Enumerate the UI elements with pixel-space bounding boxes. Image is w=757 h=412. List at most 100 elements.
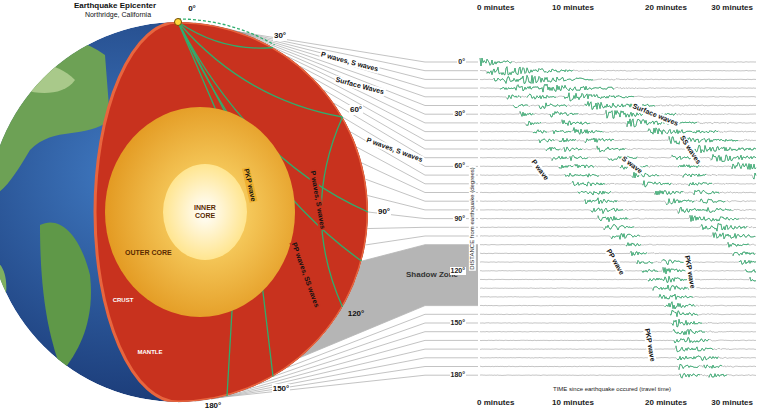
wave-arrival xyxy=(642,267,756,274)
time-axis-label: 0 minutes xyxy=(476,398,515,407)
wave-label: Surface Waves xyxy=(334,75,386,96)
seismogram-trace xyxy=(480,310,756,316)
seismogram-trace xyxy=(480,110,756,118)
seismogram-trace xyxy=(480,364,756,370)
ocean xyxy=(0,22,368,402)
wave-arrival xyxy=(674,337,709,343)
wave-arrival xyxy=(539,136,738,144)
seismogram-trace xyxy=(480,233,756,240)
inner-core: INNER CORE xyxy=(163,164,247,260)
distance-tick: 180° xyxy=(450,371,466,379)
fan-line xyxy=(367,227,478,228)
time-axis-label: 20 minutes xyxy=(644,3,688,12)
seismogram-traces xyxy=(480,58,756,378)
wave-arrival xyxy=(552,154,756,161)
pp-ray xyxy=(321,117,342,307)
seismogram-trace xyxy=(480,285,756,290)
seismogram-trace xyxy=(480,162,756,169)
wave-arrival xyxy=(611,233,755,240)
time-axis-label: 30 minutes xyxy=(710,398,754,407)
wave-arrival xyxy=(604,224,747,232)
arrival-label: PKP wave xyxy=(683,254,697,290)
continent xyxy=(0,36,110,196)
continent xyxy=(40,222,91,372)
seismogram-trace xyxy=(480,337,756,343)
distance-tick: 60° xyxy=(453,162,466,170)
outer-core-outline xyxy=(105,107,295,317)
wave-arrival xyxy=(578,190,719,195)
degree-label: 0° xyxy=(187,4,197,13)
wave-arrival xyxy=(670,310,698,316)
wave-arrival xyxy=(637,260,756,265)
degree-label: 120° xyxy=(347,309,366,318)
axis-title: DISTANCE from earthquake (degrees) xyxy=(469,166,476,271)
seismogram-trace xyxy=(480,294,756,299)
wave-arrival xyxy=(559,162,756,169)
wave-arrival xyxy=(673,329,705,334)
wave-ray xyxy=(178,22,273,48)
degree-label: 180° xyxy=(204,401,223,410)
distance-tick: 30° xyxy=(453,110,466,118)
epicenter-marker xyxy=(175,19,182,26)
continent xyxy=(0,259,6,326)
seismogram-trace xyxy=(480,251,756,256)
arrival-label: P wave xyxy=(529,157,551,182)
mantle-section xyxy=(95,22,368,402)
time-axis-label: 10 minutes xyxy=(551,398,595,407)
seismogram-trace xyxy=(480,136,756,144)
wave-arrival xyxy=(626,242,749,247)
fan-line xyxy=(365,236,478,245)
axis-title: TIME since earthquake occured (travel ti… xyxy=(552,386,672,393)
outer-core: OUTER COREINNER CORE xyxy=(105,107,295,317)
seismogram-trace xyxy=(480,276,756,282)
seismogram-trace xyxy=(480,67,756,75)
wave-arrival xyxy=(487,67,573,75)
seismogram-trace xyxy=(480,207,756,213)
seismogram-trace xyxy=(480,373,756,378)
seismogram-trace xyxy=(480,329,756,334)
degree-label: 90° xyxy=(377,207,391,216)
degree-label: 30° xyxy=(273,31,287,40)
seismogram-trace xyxy=(480,346,756,352)
seismogram-trace xyxy=(480,145,756,153)
degree-label: 150° xyxy=(272,384,291,393)
wave-arrival xyxy=(679,364,722,370)
distance-tick: 90° xyxy=(453,215,466,223)
seismogram-trace xyxy=(480,75,756,83)
wave-arrival xyxy=(494,75,593,83)
fan-line xyxy=(350,132,478,175)
seismogram-trace xyxy=(480,93,756,101)
seismogram-trace xyxy=(480,319,756,327)
seismogram-trace xyxy=(480,302,756,309)
outer-core-label: OUTER CORE xyxy=(125,249,172,257)
wave-arrival xyxy=(659,294,693,299)
subtitle-text: Northridge, California xyxy=(84,11,152,19)
fan-line xyxy=(365,179,478,201)
wave-arrival xyxy=(672,319,702,327)
time-axis-label: 0 minutes xyxy=(476,3,515,12)
continent xyxy=(20,65,75,93)
surface-wave-path xyxy=(178,19,275,45)
seismogram-trace xyxy=(480,190,756,195)
shadow-zone-outline xyxy=(370,245,478,329)
fan-line xyxy=(343,117,478,166)
fan-line xyxy=(357,147,478,184)
wave-arrival xyxy=(533,128,718,135)
wave-arrival xyxy=(648,276,756,282)
seismogram-trace xyxy=(480,119,756,127)
seismogram-trace xyxy=(480,242,756,247)
distance-tick: 0° xyxy=(457,58,466,66)
seismogram-trace xyxy=(480,198,756,205)
wave-arrival xyxy=(591,207,732,213)
title-text: Earthquake Epicenter xyxy=(73,1,157,10)
wave-arrival xyxy=(680,373,727,378)
wave-arrival xyxy=(598,215,739,222)
seismogram-trace xyxy=(480,58,756,66)
wave-arrival xyxy=(585,198,725,205)
wave-arrival xyxy=(631,251,755,256)
seismogram-trace xyxy=(480,215,756,222)
layer-label: CRUST xyxy=(112,297,135,304)
seismogram-trace xyxy=(480,356,756,361)
wave-arrival xyxy=(480,58,512,66)
fan-line xyxy=(362,163,478,193)
